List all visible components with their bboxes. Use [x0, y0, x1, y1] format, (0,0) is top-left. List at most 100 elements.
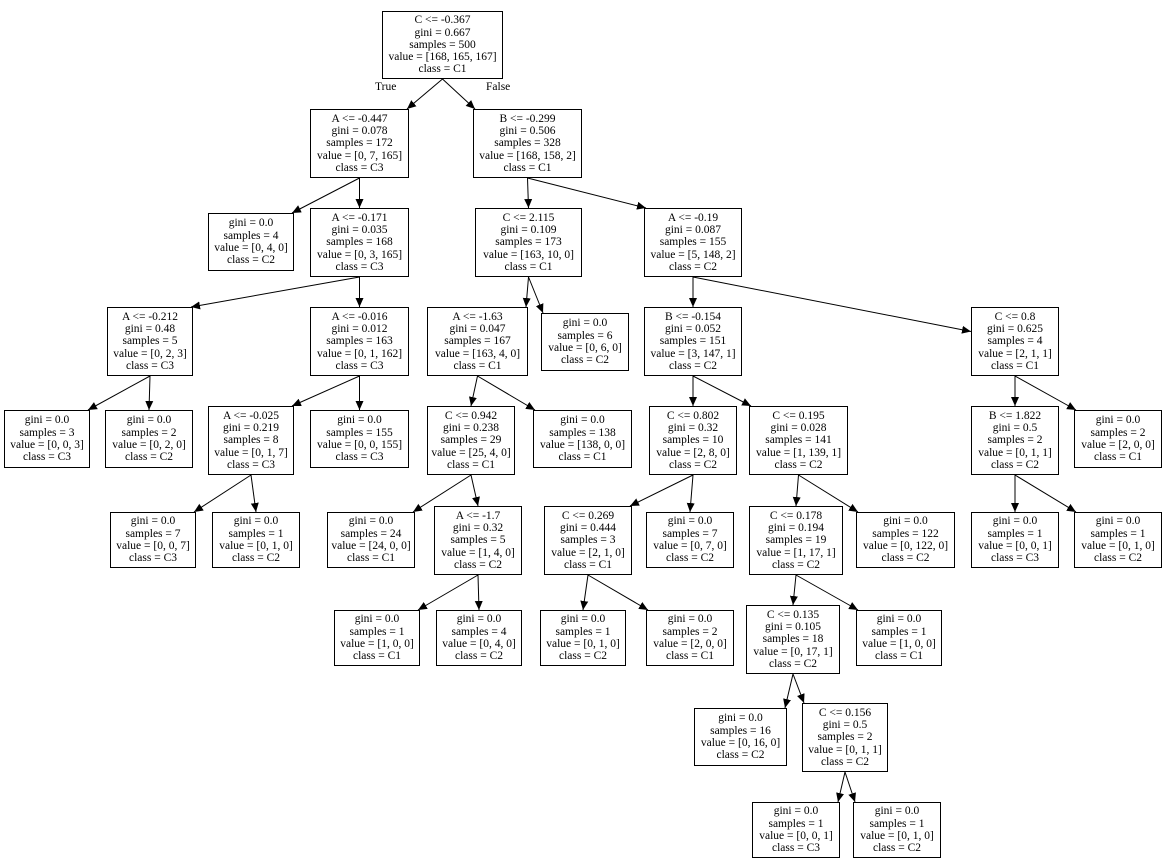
node-line: value = [1, 0, 0] — [862, 638, 936, 650]
node-line: class = C1 — [558, 451, 607, 464]
edge-label-false: False — [486, 81, 511, 93]
node-line: samples = 2 — [1090, 426, 1146, 439]
edge-n15-n23 — [193, 474, 252, 513]
node-line: samples = 4 — [451, 625, 507, 638]
node-line: gini = 0.0 — [233, 515, 279, 528]
node-line: samples = 19 — [765, 534, 827, 547]
node-line: class = C1 — [418, 63, 467, 76]
node-line: value = [0, 1, 0] — [219, 540, 293, 552]
node-line: A <= -0.025 — [222, 409, 280, 422]
edge-n20-n30 — [798, 474, 859, 513]
node-line: gini = 0.238 — [442, 422, 499, 435]
node-line: gini = 0.052 — [664, 323, 721, 336]
node-line: samples = 1 — [987, 527, 1043, 540]
node-line: samples = 2 — [662, 625, 718, 638]
edge-n8-n15 — [291, 375, 360, 407]
node-line: gini = 0.0 — [348, 515, 394, 528]
edge-n5-n9 — [522, 276, 531, 308]
node-line: class = C2 — [665, 552, 714, 565]
node-line: gini = 0.078 — [331, 125, 388, 138]
node-line: samples = 18 — [762, 633, 824, 646]
node-line: class = C1 — [453, 359, 502, 372]
node-line: value = [1, 0, 0] — [340, 638, 414, 650]
edge-n17-n25 — [412, 474, 472, 513]
node-line: value = [1, 4, 0] — [441, 546, 515, 559]
node-line: samples = 155 — [659, 236, 727, 249]
node-line: class = C1 — [446, 458, 495, 471]
edge-n0-n1 — [406, 78, 443, 110]
node-line: gini = 0.48 — [124, 323, 176, 336]
node-line: value = [0, 1, 0] — [1081, 540, 1155, 552]
node-line: value = [0, 7, 165] — [316, 149, 403, 162]
node-line: gini = 0.219 — [222, 422, 279, 435]
node-line: value = [0, 0, 1] — [759, 830, 833, 842]
node-line: gini = 0.32 — [667, 422, 719, 435]
node-line: class = C1 — [504, 260, 553, 273]
node-line: gini = 0.0 — [456, 613, 502, 626]
node-line: gini = 0.0 — [228, 217, 274, 230]
node-line: value = [2, 1, 1] — [978, 347, 1052, 360]
node-line: gini = 0.0 — [24, 414, 70, 427]
node-line: value = [25, 4, 0] — [431, 446, 511, 459]
edge-n37-n39 — [783, 673, 794, 709]
node-line: class = C3 — [771, 842, 820, 855]
node-line: samples = 24 — [340, 527, 402, 540]
edge-n6-n12 — [692, 276, 972, 334]
node-line: class = C2 — [560, 354, 609, 367]
node-line: class = C2 — [768, 657, 817, 670]
node-line: class = C1 — [352, 650, 401, 663]
node-line: class = C3 — [335, 451, 384, 464]
node-line: C <= -0.367 — [414, 14, 471, 27]
node-line: class = C3 — [335, 260, 384, 273]
node-line: class = C3 — [335, 359, 384, 372]
node-line: B <= -0.154 — [664, 310, 722, 323]
node-line: value = [0, 0, 7] — [116, 540, 190, 552]
node-line: samples = 2 — [817, 731, 873, 744]
node-line: value = [0, 122, 0] — [862, 540, 949, 552]
node-line: gini = 0.047 — [449, 323, 506, 336]
edge-n9-n18 — [477, 375, 536, 411]
node-line: value = [168, 158, 2] — [479, 149, 576, 162]
node-line: gini = 0.506 — [499, 125, 556, 138]
node-line: samples = 1 — [555, 625, 611, 638]
node-line: class = C2 — [668, 458, 717, 471]
edge-n11-n20 — [692, 375, 752, 407]
edge-n7-n14 — [145, 375, 154, 411]
node-line: class = C2 — [716, 749, 765, 762]
node-line: gini = 0.105 — [764, 621, 821, 634]
node-line: samples = 168 — [326, 236, 393, 249]
node-line: gini = 0.625 — [986, 323, 1043, 336]
node-line: samples = 10 — [662, 434, 724, 447]
node-line: class = C2 — [558, 650, 607, 663]
node-line: samples = 328 — [494, 137, 561, 150]
edge-n37-n40 — [792, 673, 805, 704]
node-line: gini = 0.0 — [560, 414, 605, 427]
edge-n19-n27 — [629, 474, 694, 507]
edge-n40-n41 — [836, 771, 846, 803]
node-line: samples = 1 — [871, 625, 927, 638]
node-line: value = [0, 3, 165] — [316, 248, 403, 261]
node-line: samples = 1 — [768, 817, 824, 830]
node-line: A <= -0.016 — [331, 310, 388, 323]
node-line: gini = 0.028 — [770, 422, 827, 435]
node-line: C <= 2.115 — [502, 211, 555, 224]
node-line: value = [0, 0, 3] — [10, 439, 84, 451]
node-line: samples = 151 — [659, 335, 727, 348]
